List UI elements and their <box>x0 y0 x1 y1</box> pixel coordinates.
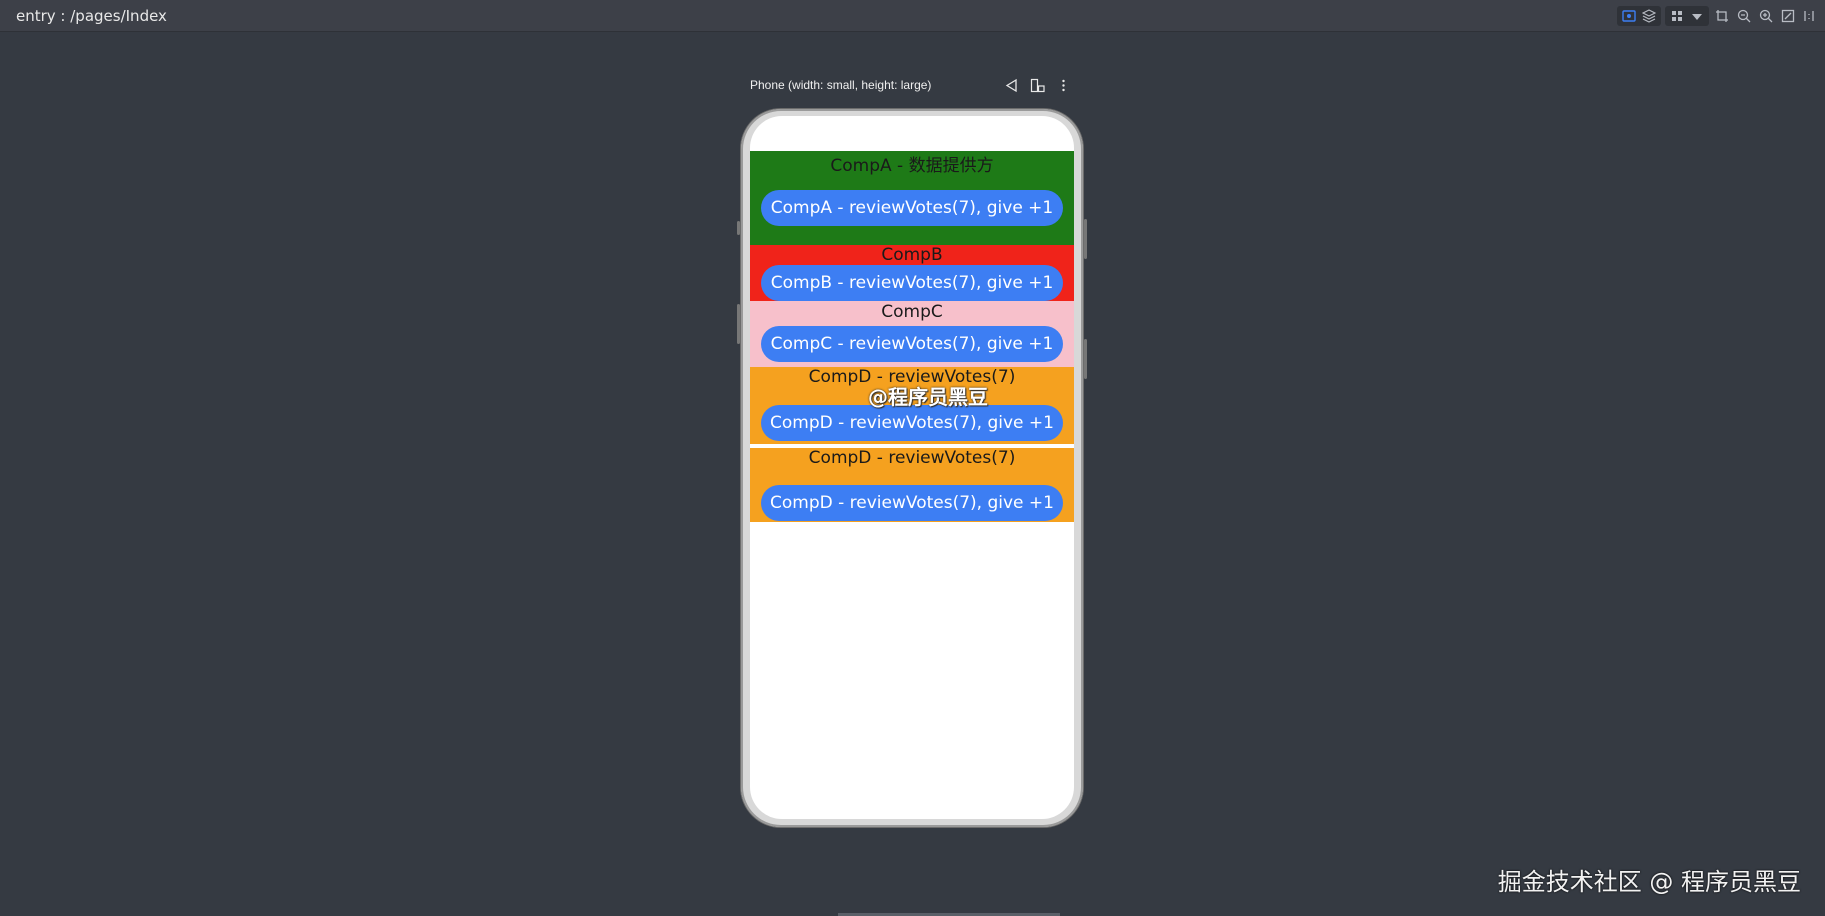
ratio-icon[interactable] <box>1801 8 1819 24</box>
title-bar: entry : /pages/Index <box>0 0 1825 32</box>
comp-c-button[interactable]: CompC - reviewVotes(7), give +1 <box>761 326 1063 362</box>
comp-d-button[interactable]: CompD - reviewVotes(7), give +1 <box>761 485 1063 521</box>
phone-side-button <box>737 221 740 235</box>
inspector-icon[interactable] <box>1620 8 1638 24</box>
comp-d-container-2: CompD - reviewVotes(7) CompD - reviewVot… <box>750 448 1074 522</box>
device-header: Phone (width: small, height: large) <box>750 76 1072 96</box>
back-icon[interactable] <box>1002 76 1020 94</box>
phone-side-button <box>1084 219 1087 259</box>
comp-a-label: CompA - 数据提供方 <box>830 156 994 176</box>
phone-side-button <box>737 304 740 344</box>
comp-d-container-1: CompD - reviewVotes(7) CompD - reviewVot… <box>750 367 1074 444</box>
watermark-corner: 掘金技术社区 @ 程序员黑豆 <box>1497 868 1801 896</box>
fit-icon[interactable] <box>1779 8 1797 24</box>
preview-toolbar <box>1617 6 1819 26</box>
comp-d-label: CompD - reviewVotes(7) <box>808 448 1016 468</box>
grid-icon[interactable] <box>1668 8 1686 24</box>
phone-screen: CompA - 数据提供方 CompA - reviewVotes(7), gi… <box>750 116 1074 819</box>
zoom-out-icon[interactable] <box>1735 8 1753 24</box>
comp-b-container: CompB CompB - reviewVotes(7), give +1 <box>750 245 1074 301</box>
comp-a-container: CompA - 数据提供方 CompA - reviewVotes(7), gi… <box>750 151 1074 245</box>
comp-b-button[interactable]: CompB - reviewVotes(7), give +1 <box>761 265 1063 301</box>
phone-frame: CompA - 数据提供方 CompA - reviewVotes(7), gi… <box>737 109 1087 827</box>
comp-c-label: CompC <box>881 302 943 322</box>
scroll-indicator <box>838 913 1060 916</box>
toolbar-group-view <box>1617 6 1661 26</box>
crop-icon[interactable] <box>1713 8 1731 24</box>
zoom-in-icon[interactable] <box>1757 8 1775 24</box>
device-actions <box>1002 76 1072 94</box>
watermark-center: @程序员黑豆 <box>868 385 988 409</box>
comp-d-button[interactable]: CompD - reviewVotes(7), give +1 <box>761 405 1063 441</box>
toolbar-group-layout <box>1665 6 1709 26</box>
layers-icon[interactable] <box>1640 8 1658 24</box>
dropdown-icon[interactable] <box>1688 8 1706 24</box>
comp-a-button[interactable]: CompA - reviewVotes(7), give +1 <box>761 190 1063 226</box>
comp-d-label: CompD - reviewVotes(7) <box>808 367 1016 387</box>
page-path: entry : /pages/Index <box>16 7 167 25</box>
rotate-icon[interactable] <box>1028 76 1046 94</box>
more-icon[interactable] <box>1054 76 1072 94</box>
phone-side-button <box>1084 339 1087 379</box>
device-label: Phone (width: small, height: large) <box>750 78 932 92</box>
comp-b-label: CompB <box>881 245 943 265</box>
